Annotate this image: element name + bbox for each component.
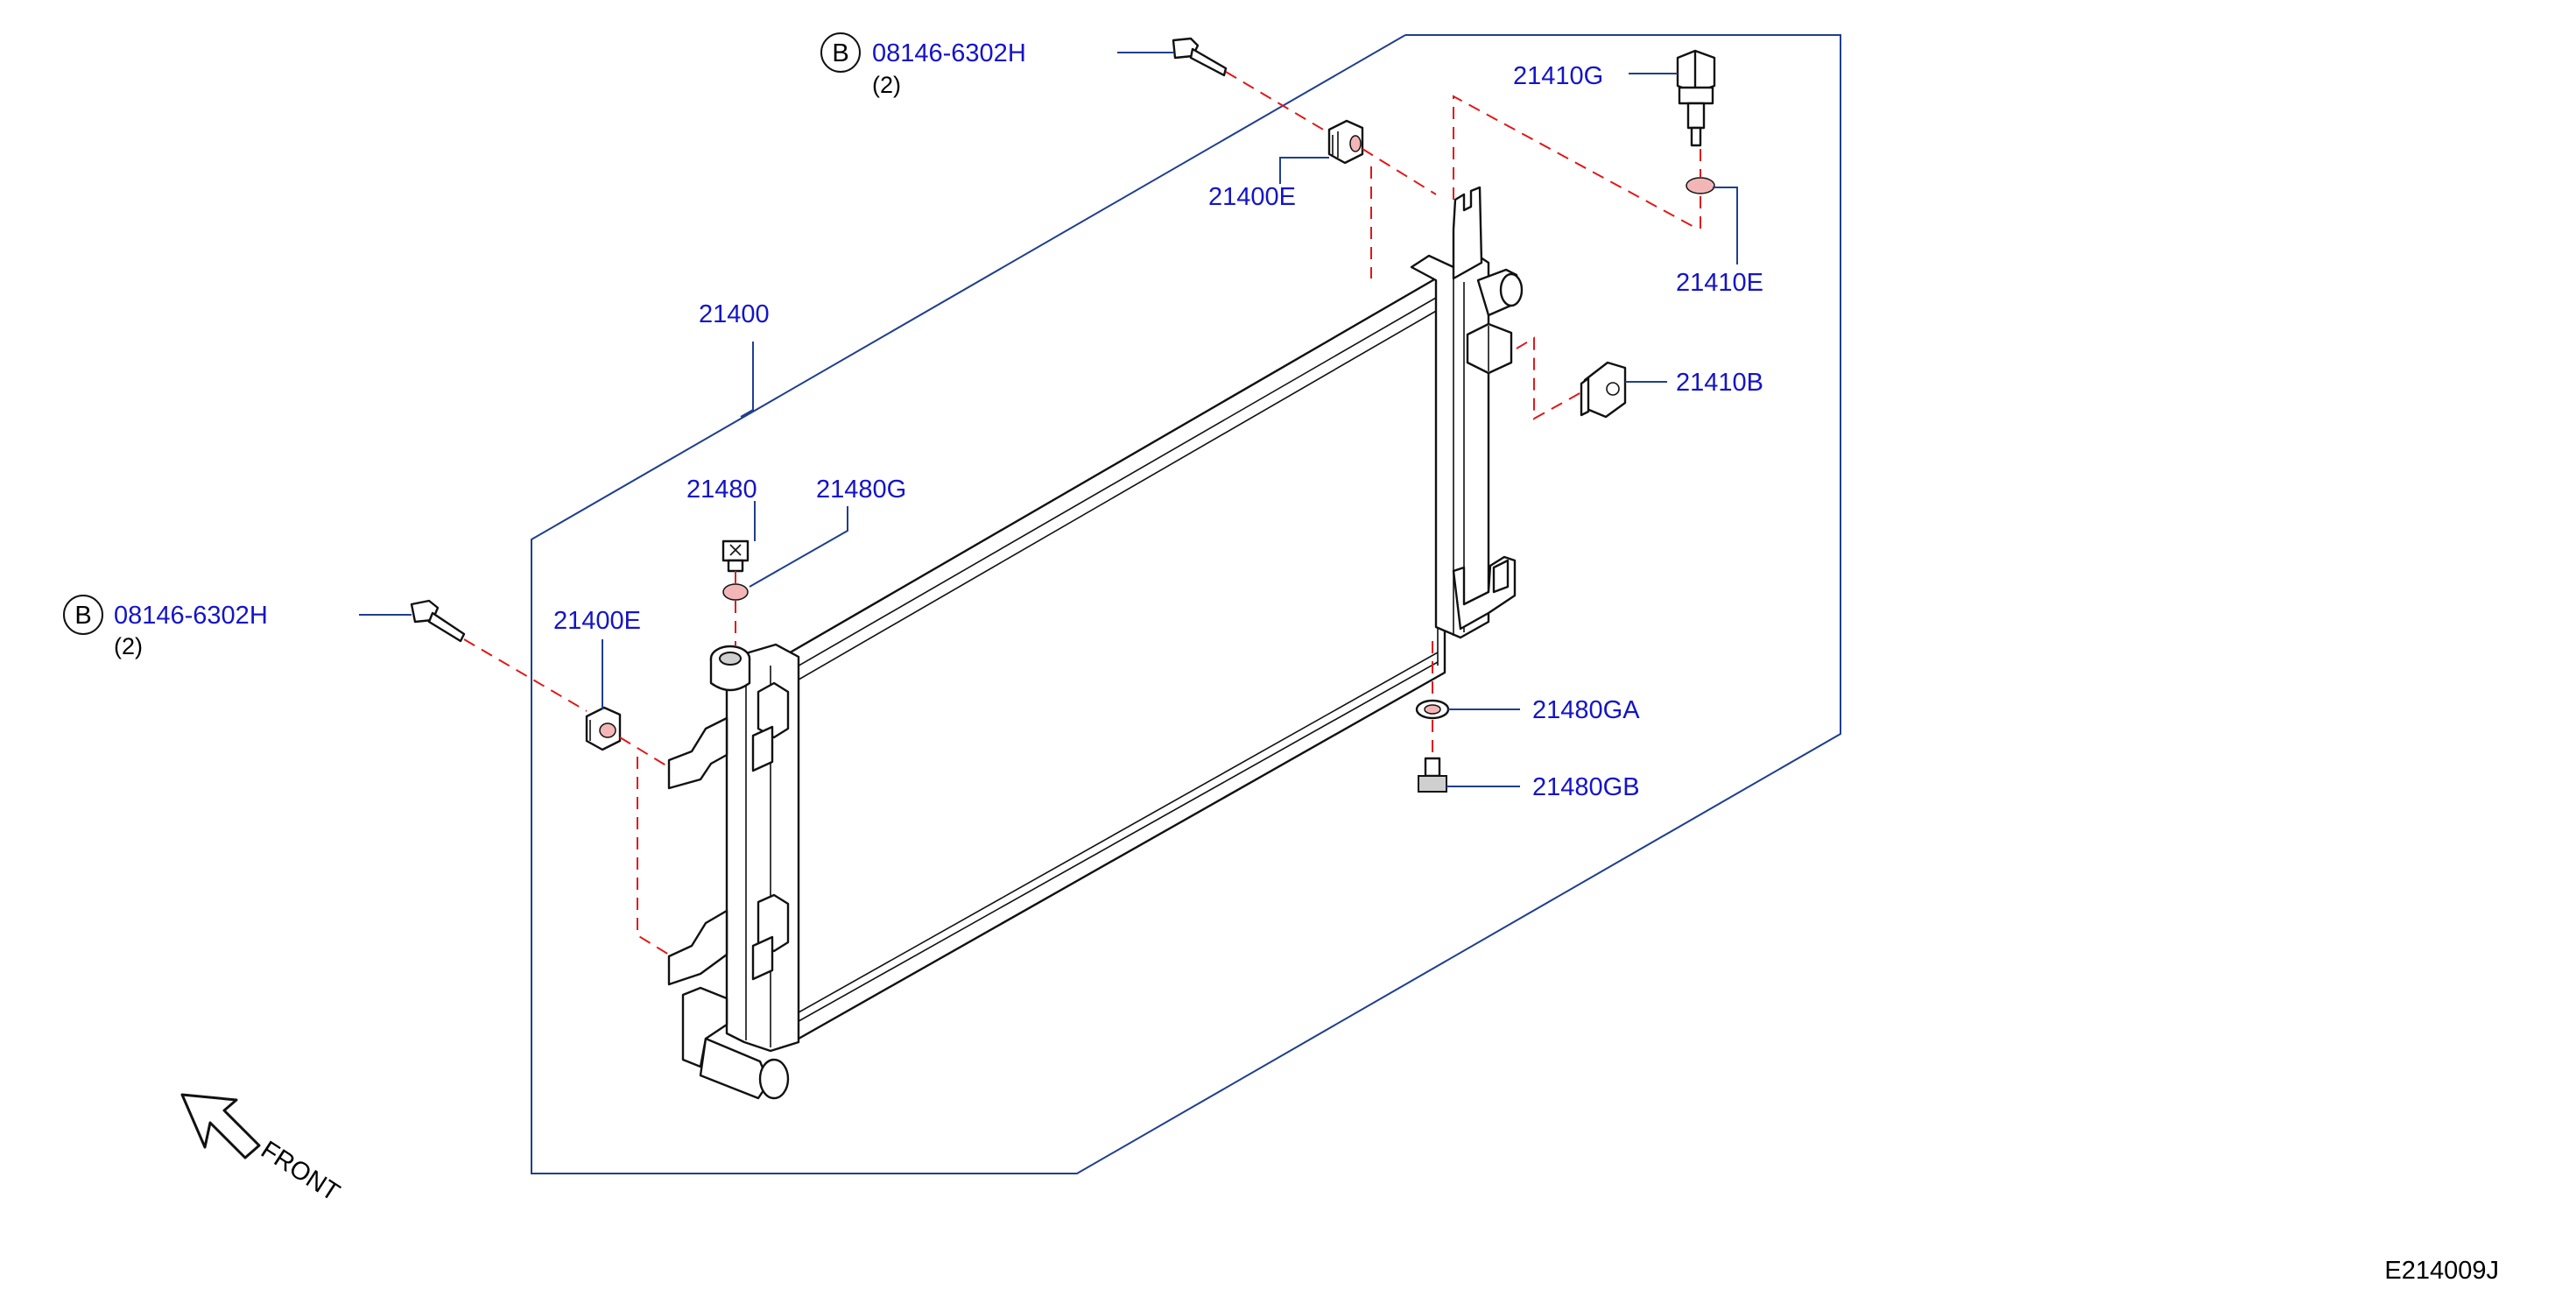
label-radiator-assy: 21400 bbox=[699, 300, 770, 328]
bolt-quantity: (2) bbox=[872, 72, 901, 98]
front-label: FRONT bbox=[256, 1136, 344, 1207]
coolant-temp-sensor bbox=[1676, 49, 1716, 147]
label-mount-upper: 21400E bbox=[1208, 183, 1296, 211]
bolt-circle-badge bbox=[820, 32, 861, 73]
label-cap-gasket: 21480G bbox=[816, 476, 906, 504]
front-direction-indicator: FRONT bbox=[180, 1093, 345, 1207]
label-clip: 21410B bbox=[1676, 369, 1763, 397]
bolt-callout-lower: B 08146-6302H (2) bbox=[63, 595, 268, 659]
upper-mount-grommet bbox=[1327, 119, 1364, 165]
label-mount-lower: 21400E bbox=[553, 607, 641, 635]
label-cap: 21480 bbox=[686, 476, 757, 504]
lower-bolt bbox=[410, 599, 466, 643]
bolt-circle-letter: B bbox=[832, 39, 848, 67]
drain-cock bbox=[1418, 757, 1447, 793]
label-sensor-seal: 21410E bbox=[1676, 269, 1763, 297]
radiator-left-tank bbox=[667, 643, 800, 1100]
sensor-seal-ring bbox=[1686, 177, 1715, 194]
cap-gasket bbox=[722, 583, 749, 601]
fitting-lines bbox=[463, 71, 1701, 955]
assembly-boundary bbox=[531, 34, 1841, 1174]
retaining-clip bbox=[1580, 361, 1627, 419]
bolt-part-number: 08146-6302H bbox=[872, 39, 1026, 67]
label-drain-gasket: 21480GA bbox=[1532, 696, 1640, 724]
label-sensor: 21410G bbox=[1513, 62, 1603, 90]
bolt-circle-letter: B bbox=[74, 602, 91, 630]
bolt-callout-upper: B 08146-6302H (2) bbox=[820, 32, 1026, 98]
radiator-right-tank bbox=[1410, 186, 1524, 639]
label-drain-cock: 21480GB bbox=[1532, 773, 1640, 801]
leader-lines bbox=[359, 52, 1738, 787]
drawing-code: E214009J bbox=[2384, 1257, 2499, 1285]
upper-bolt bbox=[1172, 37, 1228, 77]
bolt-circle-badge bbox=[63, 595, 103, 635]
bolt-quantity: (2) bbox=[114, 633, 143, 659]
lower-mount-grommet bbox=[585, 706, 622, 751]
radiator-core bbox=[769, 277, 1446, 1044]
front-arrow-icon bbox=[180, 1093, 261, 1160]
filler-cap bbox=[721, 539, 750, 573]
drain-gasket bbox=[1415, 699, 1450, 720]
bolt-part-number: 08146-6302H bbox=[114, 602, 268, 630]
